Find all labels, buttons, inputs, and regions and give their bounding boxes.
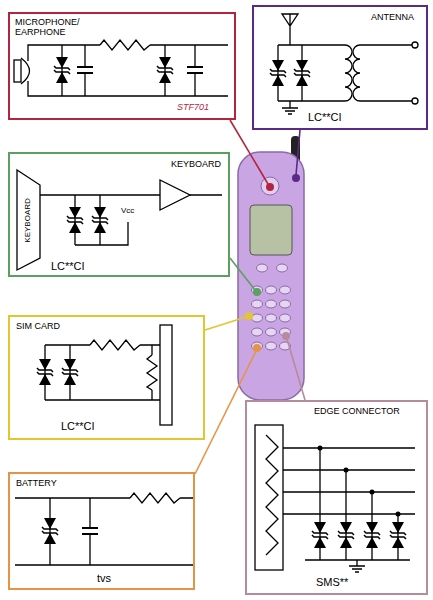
- signal-name: Vcc: [121, 207, 134, 216]
- phone-key: [280, 286, 291, 294]
- wire: [45, 345, 160, 400]
- connector-contacts: [266, 435, 278, 555]
- antenna-circuit: [278, 14, 418, 114]
- tvs-diode: [67, 207, 83, 233]
- phone-key: [257, 264, 268, 272]
- tvs-diode: [270, 60, 286, 86]
- protection-box: BATTERY tvs: [8, 472, 195, 590]
- protection-box: ANTENNA LC**CI: [252, 5, 428, 130]
- capacitor-symbol: [76, 67, 94, 73]
- box-heading: EDGE CONNECTOR: [313, 406, 401, 416]
- tvs-diode: [92, 207, 108, 233]
- protection-box: SIM CARD LC**CI: [8, 315, 205, 440]
- wire: [40, 195, 222, 245]
- box-heading: ANTENNA: [370, 12, 415, 22]
- tvs-diode: [364, 522, 380, 548]
- phone-key: [280, 314, 291, 322]
- tvs-diode: [62, 359, 78, 385]
- sim-connector: [160, 325, 172, 425]
- tvs-diode: [157, 57, 173, 83]
- phone-key: [252, 300, 263, 308]
- wire: [15, 498, 193, 565]
- leader-lines: [195, 120, 305, 474]
- phone-earpiece: [261, 177, 279, 195]
- antenna-symbol: [282, 14, 298, 45]
- sim-circuit: [45, 325, 172, 425]
- tvs-diode: [294, 60, 310, 86]
- resistor-symbol: [100, 40, 150, 50]
- phone-key: [266, 342, 277, 350]
- part-number: SMS**: [315, 576, 349, 589]
- part-number: STF701: [176, 102, 210, 112]
- resistor-symbol: [90, 340, 140, 350]
- tvs-diode: [312, 522, 328, 548]
- leader-dots: [245, 174, 300, 352]
- protection-box: EDGE CONNECTOR SMS**: [245, 400, 428, 595]
- tvs-diode: [390, 522, 406, 548]
- amplifier-symbol: [160, 180, 190, 210]
- capacitor-symbol: [81, 528, 99, 534]
- wire: [345, 45, 412, 101]
- ground-symbol: [282, 108, 298, 114]
- part-number: LC**CI: [60, 420, 96, 433]
- tvs-diode: [338, 522, 354, 548]
- keyboard-symbol: [17, 170, 40, 270]
- microphone-symbol: [14, 60, 21, 82]
- coil-symbol: [353, 45, 360, 101]
- keyboard-circuit: [17, 170, 222, 270]
- terminal: [412, 98, 418, 104]
- phone-screen: [250, 205, 292, 255]
- phone-key: [266, 328, 277, 336]
- wire: [28, 45, 228, 96]
- phone-body: [238, 152, 304, 400]
- capacitor-symbol: [186, 67, 204, 73]
- tvs-diode: [54, 57, 70, 83]
- junction-dots: [318, 446, 401, 517]
- resistor-symbol: [130, 493, 180, 503]
- phone-key: [252, 314, 263, 322]
- wire: [305, 448, 410, 566]
- part-number: LC**CI: [50, 260, 86, 273]
- box-heading: BATTERY: [15, 478, 58, 488]
- tvs-diode: [37, 359, 53, 385]
- phone-illustration: [238, 136, 304, 400]
- box-heading: MICROPHONE/ EARPHONE: [14, 17, 90, 38]
- microphone-circuit: [14, 40, 228, 96]
- protection-box: KEYBOARD LC**CI: [8, 152, 230, 277]
- tvs-diode: [42, 518, 58, 544]
- battery-circuit: [15, 493, 193, 565]
- phone-key: [266, 300, 277, 308]
- wire: [283, 448, 415, 514]
- resistor-symbol: [147, 355, 157, 390]
- protection-box: MICROPHONE/ EARPHONE STF701: [8, 12, 236, 120]
- ground-symbol: [349, 566, 365, 572]
- phone-key: [280, 300, 291, 308]
- edge-connector-symbol: [255, 425, 283, 570]
- phone-key: [252, 328, 263, 336]
- microphone-symbol: [21, 58, 30, 84]
- box-heading: SIM CARD: [15, 321, 61, 331]
- part-number: tvs: [96, 572, 112, 585]
- box-heading: KEYBOARD: [170, 159, 222, 169]
- coil-symbol: [345, 45, 352, 101]
- terminal: [412, 42, 418, 48]
- edge-connector-circuit: [255, 425, 415, 572]
- keyboard-label: KEYBOARD: [24, 198, 33, 242]
- phone-key: [277, 264, 288, 272]
- phone-keys: [252, 264, 291, 350]
- wire: [278, 45, 345, 108]
- phone-key: [266, 314, 277, 322]
- phone-key: [266, 286, 277, 294]
- part-number: LC**CI: [307, 111, 343, 124]
